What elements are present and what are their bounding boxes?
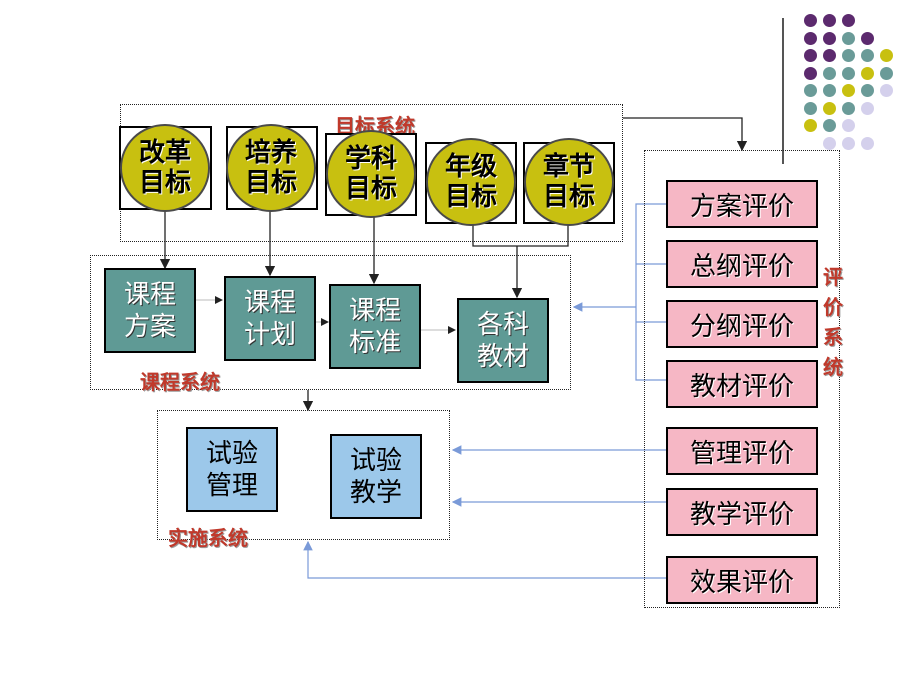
decorative-dot — [842, 66, 855, 80]
course-system-label: 课程系统 — [140, 370, 220, 394]
course-system-box — [90, 255, 571, 390]
eval-plan: 方案评价 — [666, 180, 818, 228]
decorative-dot — [804, 119, 817, 132]
implementation-system-box — [157, 410, 450, 540]
decorative-dot — [823, 66, 836, 80]
decorative-dot — [861, 84, 874, 97]
eval-sub-outline: 分纲评价 — [666, 300, 818, 348]
decorative-dot — [804, 49, 817, 62]
goal-reform: 改革 目标 — [120, 124, 210, 212]
decorative-dot — [842, 119, 855, 132]
decorative-dot — [861, 101, 874, 115]
goal-chapter: 章节 目标 — [524, 138, 614, 226]
eval-effect: 效果评价 — [666, 556, 818, 604]
decorative-dot — [861, 66, 874, 80]
decorative-dot — [861, 136, 874, 150]
decorative-dot — [804, 101, 817, 115]
eval-management: 管理评价 — [666, 427, 818, 475]
eval-teaching: 教学评价 — [666, 488, 818, 536]
decorative-dot — [880, 49, 893, 62]
goal-subject: 学科 目标 — [326, 130, 416, 218]
decorative-dot — [880, 84, 893, 97]
decorative-dot — [861, 31, 874, 45]
evaluation-system-box — [644, 150, 840, 608]
decorative-dot — [823, 84, 836, 97]
decorative-dot — [804, 66, 817, 80]
decorative-dot — [880, 66, 893, 80]
course-plan: 课程 方案 — [104, 268, 196, 353]
eval-general-outline: 总纲评价 — [666, 240, 818, 288]
goal-training: 培养 目标 — [226, 124, 316, 212]
trial-teaching: 试验 教学 — [330, 434, 422, 519]
goal-grade: 年级 目标 — [426, 138, 516, 226]
decorative-dot — [842, 14, 855, 27]
decorative-dot — [823, 101, 836, 115]
decorative-dot — [804, 14, 817, 27]
decorative-dot — [842, 49, 855, 62]
decorative-dot — [804, 31, 817, 45]
decorative-dot — [842, 101, 855, 115]
implementation-system-label: 实施系统 — [168, 526, 248, 550]
decorative-dot — [823, 119, 836, 132]
decorative-dot — [842, 84, 855, 97]
decorative-dot — [842, 31, 855, 45]
eval-textbook: 教材评价 — [666, 360, 818, 408]
course-schedule: 课程 计划 — [224, 276, 316, 361]
decorative-dot — [861, 49, 874, 62]
decorative-dot — [842, 136, 855, 150]
decorative-dot — [823, 14, 836, 27]
course-textbooks: 各科 教材 — [457, 298, 549, 383]
decorative-vertical-line — [782, 18, 784, 164]
decorative-dot — [823, 31, 836, 45]
decorative-dot — [804, 84, 817, 97]
trial-management: 试验 管理 — [186, 427, 278, 512]
evaluation-system-label: 评 价 系 统 — [823, 265, 843, 379]
course-standard: 课程 标准 — [329, 284, 421, 369]
decorative-dot — [823, 136, 836, 150]
decorative-dot — [823, 49, 836, 62]
